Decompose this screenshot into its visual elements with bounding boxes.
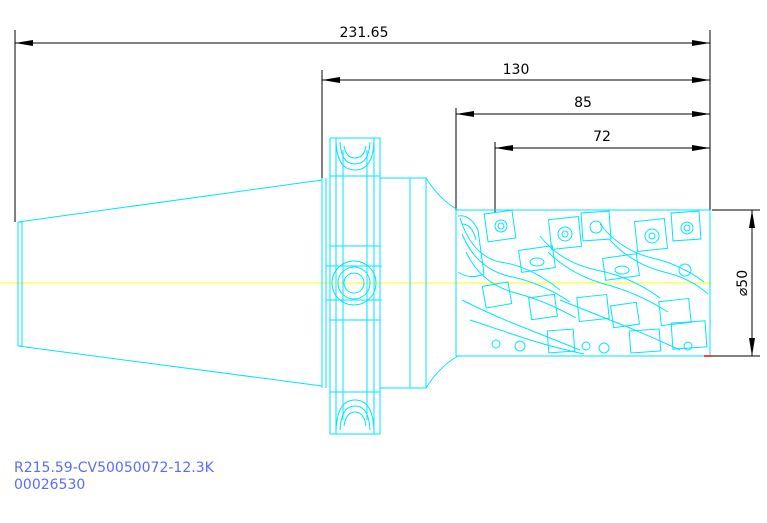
cutting-length-label: 72 [593,129,611,145]
overall-length-label: 231.65 [340,25,389,41]
taper-shank [17,179,323,387]
diameter-label: ⌀50 [735,270,751,296]
dimension-arrows [15,40,755,356]
neck [379,177,459,389]
part-code: R215.59-CV50050072-12.3K [14,460,214,476]
dimension-lines [14,30,760,357]
body-length-label: 85 [574,95,592,111]
flange [321,137,382,435]
cutter-body [455,209,711,357]
tool-outline [17,137,711,435]
gauge-to-tip-label: 130 [503,62,530,78]
item-number: 00026530 [14,477,86,493]
